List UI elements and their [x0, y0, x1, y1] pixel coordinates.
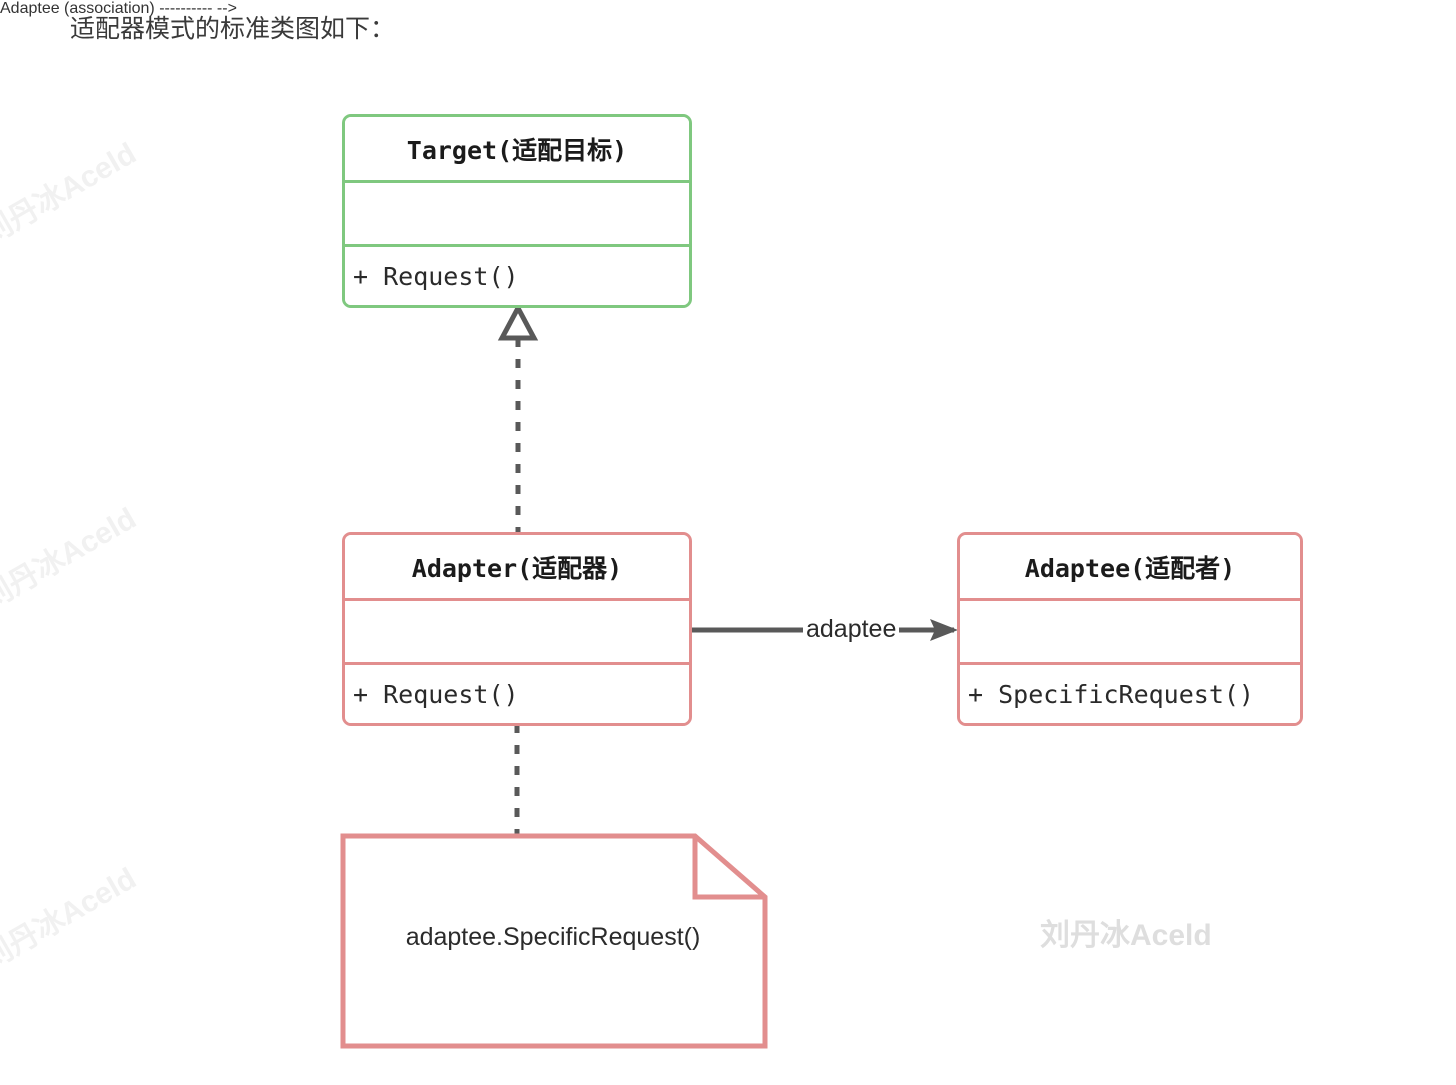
open-arrowhead	[930, 619, 958, 641]
watermark-author: 刘丹冰Aceld	[1040, 919, 1212, 952]
hollow-triangle-arrowhead	[497, 302, 539, 341]
class-operations-adaptee: + SpecificRequest()	[960, 662, 1300, 723]
class-name-adaptee: Adaptee(适配者)	[960, 535, 1300, 598]
realization-connector-adapter-to-target	[497, 302, 539, 536]
class-attributes-adapter	[345, 598, 689, 662]
note-fold-corner-icon	[692, 836, 765, 900]
class-box-target[interactable]: Target(适配目标) + Request()	[342, 114, 692, 308]
watermark-left-middle: 刘丹冰Aceld	[0, 501, 142, 617]
note-text: adaptee.SpecificRequest()	[405, 923, 701, 951]
class-box-adaptee[interactable]: Adaptee(适配者) + SpecificRequest()	[957, 532, 1303, 726]
class-attributes-adaptee	[960, 598, 1300, 662]
class-attributes-target	[345, 180, 689, 244]
class-operations-target: + Request()	[345, 244, 689, 305]
note-outline	[340, 833, 768, 1049]
class-box-adapter[interactable]: Adapter(适配器) + Request()	[342, 532, 692, 726]
class-operations-adapter: + Request()	[345, 662, 689, 723]
association-label-adaptee: adaptee	[803, 615, 900, 644]
watermark-left-top: 刘丹冰Aceld	[0, 136, 142, 252]
note-link-connector	[514, 724, 520, 836]
note-box-adaptee-specificrequest[interactable]: adaptee.SpecificRequest()	[338, 831, 768, 1051]
class-name-adapter: Adapter(适配器)	[345, 535, 689, 598]
note-shape	[340, 833, 768, 1049]
page-title: 适配器模式的标准类图如下：	[70, 15, 396, 43]
watermark-left-bottom: 刘丹冰Aceld	[0, 861, 142, 977]
class-name-target: Target(适配目标)	[345, 117, 689, 180]
